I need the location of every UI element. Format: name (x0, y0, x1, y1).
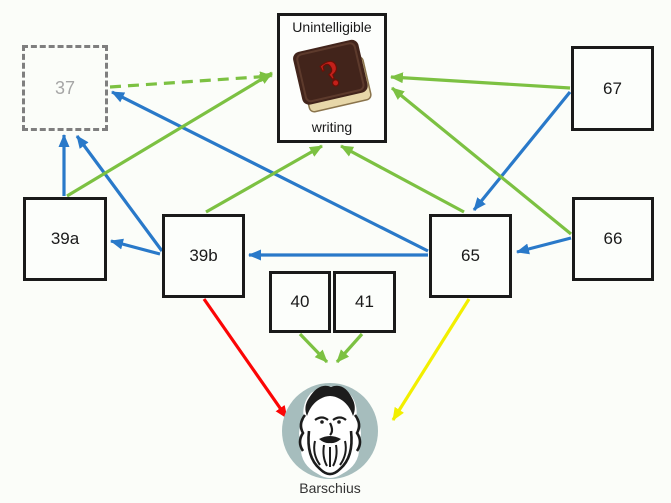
node-67: 67 (571, 46, 654, 131)
node-41: 41 (333, 271, 396, 333)
book-title: Unintelligible (292, 19, 372, 35)
bearded-philosopher-icon (282, 383, 378, 479)
edge-41-to-barschius (335, 332, 364, 364)
node-39a: 39a (23, 197, 107, 281)
edge-39b-to-39a (110, 238, 161, 256)
edge-65-to-37 (111, 90, 429, 253)
edge-40-to-barschius (298, 332, 329, 364)
node-66: 66 (572, 197, 654, 281)
node-65: 65 (429, 214, 512, 298)
node-37-label: 37 (54, 77, 76, 98)
node-65-label: 65 (461, 246, 480, 265)
edge-39b-to-book (205, 144, 323, 214)
edge-67-to-65 (472, 90, 572, 212)
node-barschius: Barschius (278, 368, 382, 500)
edge-67-to-book (390, 72, 571, 90)
node-66-label: 66 (603, 229, 623, 248)
node-40-label: 40 (290, 292, 310, 311)
edge-39b-to-barschius (202, 298, 289, 419)
edge-37-to-book (109, 71, 273, 89)
node-39b: 39b (162, 214, 245, 298)
node-37: 37 (22, 45, 108, 131)
barschius-label: Barschius (299, 480, 361, 496)
node-41-label: 41 (355, 292, 374, 311)
edge-66-to-65 (516, 236, 572, 255)
node-unintelligible-writing: Unintelligible ? writing (277, 13, 387, 143)
book-icon: ? (293, 39, 372, 113)
node-39b-label: 39b (189, 246, 218, 265)
node-67-label: 67 (603, 78, 622, 98)
edge-39b-to-37 (75, 135, 164, 252)
edge-65-to-barschius (391, 298, 471, 421)
book-subtitle: writing (311, 119, 353, 135)
edge-39a-to-book (66, 71, 273, 198)
node-39a-label: 39a (50, 229, 80, 248)
edge-65-to-book (340, 144, 465, 214)
node-40: 40 (269, 271, 331, 333)
edge-66-to-book (390, 86, 573, 236)
